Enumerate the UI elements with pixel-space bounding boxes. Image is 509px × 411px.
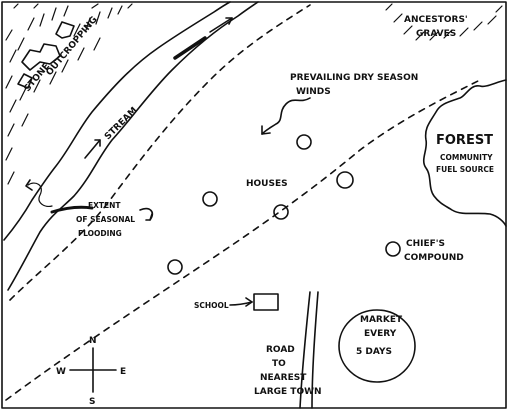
flood-extent-lines <box>5 4 481 401</box>
chiefs-compound-label: CHIEF'S <box>406 239 445 249</box>
chiefs-compound-label: COMPOUND <box>404 253 464 263</box>
forest-note: FUEL SOURCE <box>436 165 494 174</box>
winds-label: WINDS <box>296 87 331 97</box>
road-label: LARGE TOWN <box>254 387 322 397</box>
graves-hatching <box>385 3 503 41</box>
house <box>273 204 289 220</box>
flooding-label: EXTENT <box>88 201 121 210</box>
house <box>167 259 183 275</box>
house <box>336 171 354 189</box>
compass-south: S <box>89 397 95 407</box>
ancestors-graves-label: ANCESTORS' <box>404 15 468 25</box>
chiefs-compound-marker <box>385 241 401 257</box>
compass-east: E <box>120 367 126 377</box>
rock-shapes <box>17 21 75 89</box>
compass-north: N <box>89 336 97 346</box>
stream-flow-arrows <box>84 17 233 159</box>
forest-note: COMMUNITY <box>440 153 493 162</box>
road-label: TO <box>272 359 286 369</box>
school-building <box>253 293 279 311</box>
market-label: MARKET <box>360 315 403 325</box>
market-label: 5 DAYS <box>356 347 392 357</box>
school-label: SCHOOL <box>194 301 229 310</box>
stream-banks <box>3 1 259 291</box>
houses-label: HOUSES <box>246 179 288 189</box>
flooding-label: OF SEASONAL <box>76 215 135 224</box>
ancestors-graves-label: GRAVES <box>416 29 456 39</box>
road-label: NEAREST <box>260 373 307 383</box>
forest-label: FOREST <box>436 133 493 148</box>
road-label: ROAD <box>266 345 295 355</box>
flood-extent-arrows <box>25 179 154 221</box>
compass-west: W <box>56 367 66 377</box>
stone-outcropping-area <box>5 3 133 185</box>
house <box>202 191 218 207</box>
flooding-label: FLOODING <box>78 229 122 238</box>
houses <box>167 134 354 275</box>
stream-label: STREAM <box>103 106 140 143</box>
market-area <box>338 309 416 383</box>
compass-rose <box>69 347 117 393</box>
house <box>296 134 312 150</box>
stone-outcropping-label: OUTCROPPING <box>45 15 100 78</box>
road <box>299 291 319 409</box>
winds-label: PREVAILING DRY SEASON <box>290 73 418 83</box>
school-arrow <box>229 297 253 307</box>
wind-arrow <box>261 97 311 135</box>
market-label: EVERY <box>364 329 397 339</box>
forest-area <box>422 79 507 227</box>
